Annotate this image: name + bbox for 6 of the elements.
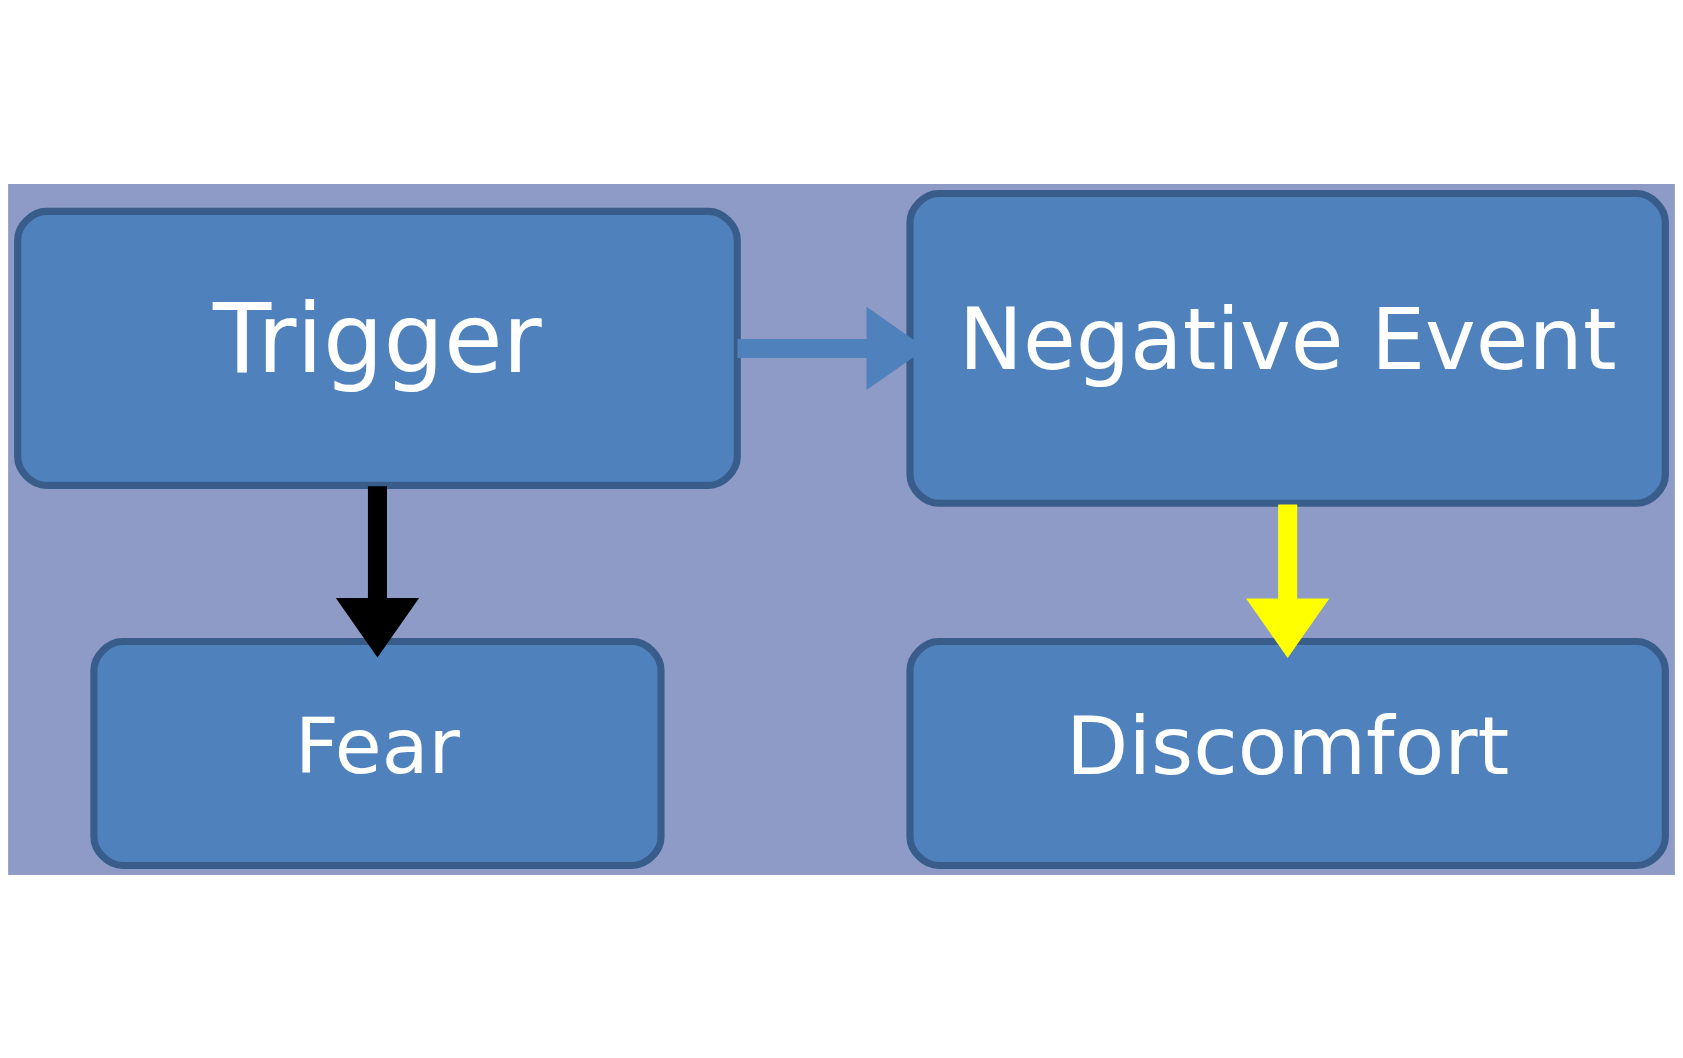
node-box: Discomfort [906, 637, 1669, 869]
node-box: Trigger [14, 207, 741, 489]
arrow [1246, 503, 1330, 658]
arrow [335, 485, 420, 658]
node-box: Fear [90, 637, 665, 869]
node-box: Negative Event [906, 189, 1669, 507]
